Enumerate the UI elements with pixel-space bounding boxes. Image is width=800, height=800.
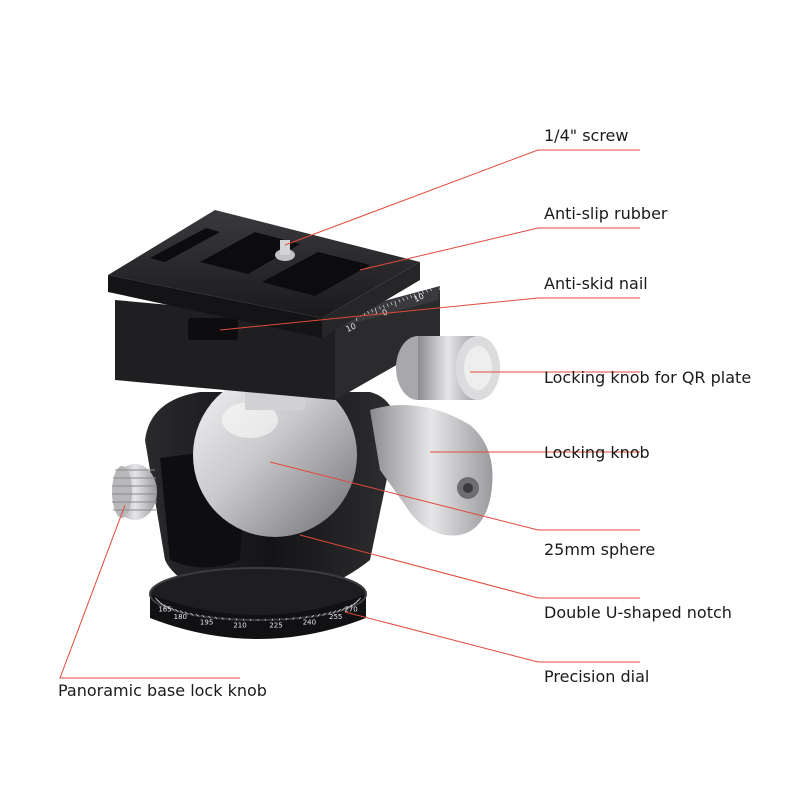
dial-tick bbox=[160, 602, 165, 607]
dial-tick bbox=[332, 610, 337, 614]
dial-tick bbox=[298, 616, 302, 620]
dial-tick bbox=[317, 613, 321, 617]
dial-tick bbox=[271, 618, 274, 621]
qr-scale-tick bbox=[406, 296, 409, 300]
dial-tick bbox=[228, 617, 231, 621]
qr-scale-tick bbox=[410, 294, 413, 299]
qr-scale-tick bbox=[429, 287, 432, 292]
dial-tick bbox=[184, 611, 189, 615]
dial-tick bbox=[158, 601, 163, 606]
dial-scale-mark: 255 bbox=[329, 613, 342, 621]
dial-tick bbox=[195, 613, 199, 617]
label-panoramic-knob: Panoramic base lock knob bbox=[58, 681, 267, 700]
qr-scale-tick bbox=[374, 307, 378, 314]
label-sphere: 25mm sphere bbox=[544, 540, 656, 559]
dial-tick bbox=[292, 617, 295, 620]
dial-tick bbox=[167, 605, 172, 610]
leader-line-panoramic bbox=[59, 504, 240, 679]
label-anti-skid-nail: Anti-skid nail bbox=[544, 274, 648, 293]
label-quarter-inch-screw: 1/4" screw bbox=[544, 126, 629, 145]
precision-dial-ring bbox=[150, 568, 366, 620]
qr-scale-tick bbox=[417, 292, 421, 296]
leader-line-dial bbox=[344, 611, 640, 663]
leader-line-anti-slip bbox=[359, 227, 640, 271]
label-anti-slip-rubber: Anti-slip rubber bbox=[544, 204, 668, 223]
qr-scale-tick bbox=[413, 293, 417, 300]
dial-tick bbox=[311, 614, 314, 618]
dial-tick bbox=[214, 616, 218, 620]
qr-scale-tick bbox=[421, 290, 425, 294]
anti-slip-rubber bbox=[150, 228, 370, 296]
dial-tick bbox=[235, 618, 238, 621]
dial-scale-mark: 225 bbox=[269, 622, 282, 630]
qr-scale-mark: 0 bbox=[381, 308, 389, 318]
dial-tick bbox=[170, 607, 175, 611]
qr-scale-tick bbox=[402, 297, 405, 302]
dial-tick bbox=[242, 618, 245, 621]
qr-scale-mark: 10 bbox=[344, 322, 357, 334]
dial-scale-mark: 210 bbox=[233, 622, 246, 630]
dial-tick bbox=[341, 607, 346, 611]
qr-scale-tick bbox=[390, 302, 393, 306]
qr-scale-tick bbox=[394, 300, 397, 307]
dial-tick bbox=[348, 604, 353, 609]
dial-tick bbox=[175, 608, 179, 613]
dial-tick bbox=[208, 615, 211, 619]
dial-tick bbox=[351, 602, 356, 607]
dial-tick bbox=[305, 615, 308, 619]
dial-tick bbox=[337, 608, 341, 613]
panoramic-lock-knob bbox=[112, 464, 157, 520]
dial-tick bbox=[344, 605, 349, 610]
dial-tick bbox=[285, 617, 288, 621]
leader-line-sphere bbox=[269, 461, 640, 531]
qr-plate bbox=[108, 210, 420, 338]
dial-scale-mark: 240 bbox=[303, 619, 316, 627]
locking-knob bbox=[370, 405, 493, 536]
dial-tick bbox=[190, 612, 194, 616]
dial-scale-mark: 165 bbox=[158, 606, 171, 614]
dial-tick bbox=[163, 604, 168, 609]
dial-tick bbox=[202, 614, 205, 618]
leader-line-notch bbox=[299, 534, 640, 599]
leader-line-screw bbox=[284, 149, 640, 246]
label-u-notch: Double U-shaped notch bbox=[544, 603, 732, 622]
qr-scale-tick bbox=[382, 304, 385, 309]
dial-tick bbox=[179, 610, 184, 614]
label-locking-knob: Locking knob bbox=[544, 443, 650, 462]
leader-lines bbox=[59, 149, 640, 679]
dial-tick bbox=[356, 597, 361, 602]
qr-locking-knob bbox=[396, 336, 500, 400]
qr-scale-tick bbox=[366, 310, 370, 314]
dial-tick bbox=[221, 617, 224, 620]
qr-plate-scale: 10 0 10 bbox=[335, 287, 432, 334]
dial-scale-mark: 270 bbox=[344, 606, 357, 614]
label-precision-dial: Precision dial bbox=[544, 667, 650, 686]
qr-scale-tick bbox=[398, 299, 401, 303]
qr-scale-mark: 10 bbox=[412, 292, 425, 304]
leader-line-anti-skid bbox=[219, 297, 640, 331]
label-locking-knob-qr: Locking knob for QR plate bbox=[544, 368, 752, 387]
qr-scale-tick bbox=[425, 289, 428, 293]
qr-scale-tick bbox=[378, 306, 381, 310]
dial-scale-mark: 180 bbox=[174, 613, 187, 621]
qr-scale-tick bbox=[370, 309, 374, 313]
dial-tick bbox=[278, 618, 281, 621]
dial-tick bbox=[327, 611, 332, 615]
dial-tick bbox=[322, 612, 326, 616]
qr-scale-tick bbox=[386, 303, 389, 307]
dial-scale-mark: 195 bbox=[200, 619, 213, 627]
